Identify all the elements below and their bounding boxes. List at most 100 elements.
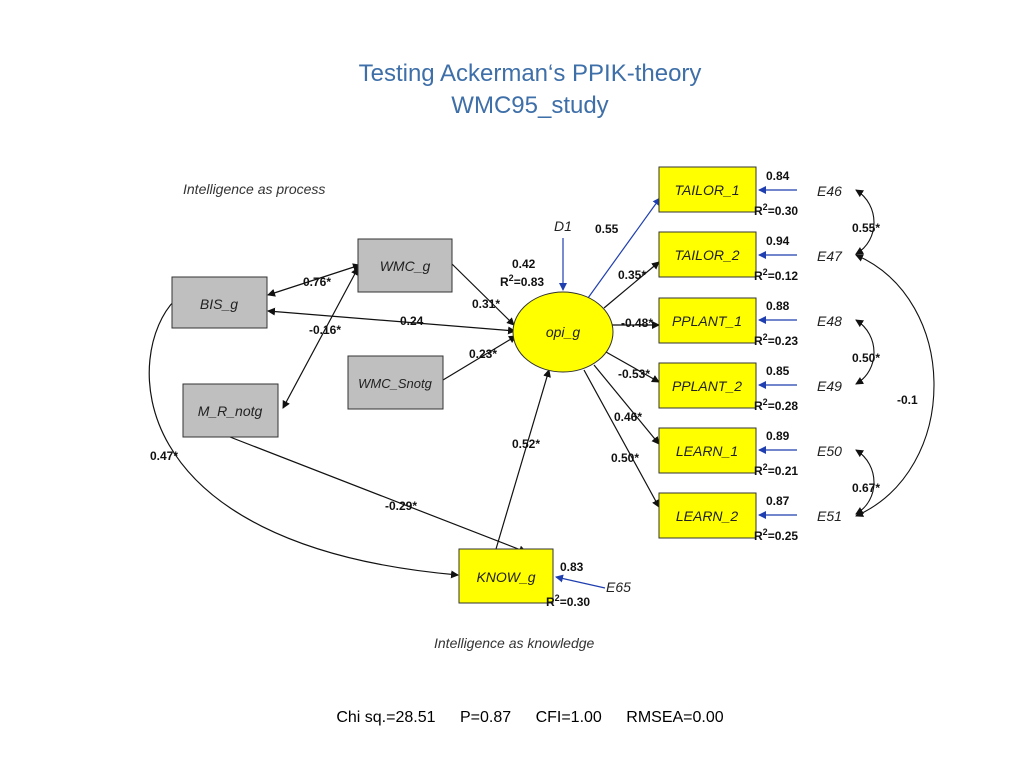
arrow-know-opi — [495, 369, 551, 550]
arrow-opi-learn1 — [593, 364, 660, 445]
know-r2: R2=0.30 — [546, 593, 590, 609]
section-process-label: Intelligence as process — [183, 181, 325, 197]
coef-mr-know: -0.29* — [385, 499, 417, 513]
tailor2-r2: R2=0.12 — [754, 267, 798, 283]
corr-e50-e51-label: 0.67* — [852, 481, 880, 495]
error-e51-label: E51 — [817, 508, 842, 524]
node-tailor-1: TAILOR_1 — [658, 166, 757, 213]
know-r2-prefix: R — [546, 595, 555, 609]
arrow-opi-tailor1 — [587, 197, 661, 299]
node-wmc-g-label: WMC_g — [380, 258, 431, 274]
arrow-opi-learn2 — [583, 369, 660, 508]
opi-r2-prefix: R — [500, 275, 509, 289]
coef-snotg-opi: 0.23* — [469, 347, 497, 361]
tailor1-r2-prefix: R — [754, 204, 763, 218]
coef-opi-pplant1: -0.48* — [621, 316, 653, 330]
node-opi-g-label: opi_g — [546, 324, 580, 340]
coef-bis-know: 0.47* — [150, 449, 178, 463]
fit-rmsea: RMSEA=0.00 — [626, 709, 724, 726]
arrow-wmc-opi — [451, 263, 515, 326]
coef-e51-learn2: 0.87 — [766, 494, 790, 508]
node-opi-g: opi_g — [512, 291, 614, 373]
learn2-r2-prefix: R — [754, 529, 763, 543]
error-e48-label: E48 — [817, 313, 842, 329]
coef-e48-pplant1: 0.88 — [766, 299, 790, 313]
corr-e46-e47 — [855, 189, 875, 255]
coef-wmc-mr: -0.16* — [309, 323, 341, 337]
coef-e49-pplant2: 0.85 — [766, 364, 790, 378]
coef-know-opi: 0.52* — [512, 437, 540, 451]
tailor2-r2-prefix: R — [754, 269, 763, 283]
arrow-snotg-opi — [442, 335, 517, 381]
error-e46-label: E46 — [817, 183, 842, 199]
coef-e46-tailor1: 0.84 — [766, 169, 790, 183]
node-pplant-2-label: PPLANT_2 — [672, 378, 742, 394]
fit-cfi: CFI=1.00 — [535, 709, 602, 726]
pplant1-r2-exponent: 2 — [763, 332, 768, 342]
node-tailor-1-label: TAILOR_1 — [674, 182, 739, 198]
tailor1-r2: R2=0.30 — [754, 202, 798, 218]
pplant1-r2: R2=0.23 — [754, 332, 798, 348]
coef-opi-learn1: 0.46* — [614, 410, 642, 424]
arrow-bis-opi — [267, 307, 516, 335]
error-e47-label: E47 — [817, 248, 843, 264]
node-bis-g: BIS_g — [171, 276, 268, 329]
know-r2-value: =0.30 — [560, 595, 591, 609]
fit-p-value: P=0.87 — [459, 709, 512, 726]
coef-opi-learn2: 0.50* — [611, 451, 639, 465]
learn1-r2-exponent: 2 — [763, 462, 768, 472]
tailor1-r2-exponent: 2 — [763, 202, 768, 212]
error-e50-label: E50 — [817, 443, 842, 459]
node-m-r-notg: M_R_notg — [182, 383, 279, 438]
corr-e46-e47-label: 0.55* — [852, 221, 880, 235]
title-line-1: Testing Ackerman‘s PPIK-theory — [358, 60, 702, 87]
learn2-r2: R2=0.25 — [754, 527, 798, 543]
arrow-e65 — [555, 574, 606, 589]
error-d1-label: D1 — [554, 218, 572, 234]
node-tailor-2-label: TAILOR_2 — [674, 247, 739, 263]
node-learn-2-label: LEARN_2 — [676, 508, 738, 524]
node-know-g-label: KNOW_g — [476, 569, 535, 585]
tailor2-r2-exponent: 2 — [763, 267, 768, 277]
learn2-r2-value: =0.25 — [768, 529, 799, 543]
pplant2-r2: R2=0.28 — [754, 397, 798, 413]
node-learn-1-label: LEARN_1 — [676, 443, 738, 459]
node-pplant-1-label: PPLANT_1 — [672, 313, 742, 329]
node-wmc-snotg-label: WMC_Snotg — [358, 376, 432, 391]
learn1-r2-value: =0.21 — [768, 464, 799, 478]
title-line-2: WMC95_study — [451, 92, 609, 119]
learn1-r2-prefix: R — [754, 464, 763, 478]
arrow-wmc-mr — [282, 267, 359, 409]
know-r2-exponent: 2 — [555, 593, 560, 603]
arrow-mr-know — [229, 436, 527, 554]
learn2-r2-exponent: 2 — [763, 527, 768, 537]
node-know-g: KNOW_g — [458, 548, 554, 604]
coef-opi-tailor1: 0.55 — [595, 222, 619, 236]
coef-e47-tailor2: 0.94 — [766, 234, 790, 248]
pplant2-r2-prefix: R — [754, 399, 763, 413]
arrow-opi-tailor2 — [603, 261, 660, 309]
node-bis-g-label: BIS_g — [200, 296, 238, 312]
pplant2-r2-exponent: 2 — [763, 397, 768, 407]
coef-d1-opi: 0.42 — [512, 257, 536, 271]
fit-chi-square: Chi sq.=28.51 — [336, 709, 436, 726]
learn1-r2: R2=0.21 — [754, 462, 798, 478]
pplant1-r2-prefix: R — [754, 334, 763, 348]
node-learn-2: LEARN_2 — [658, 492, 757, 539]
node-pplant-1: PPLANT_1 — [658, 297, 757, 344]
coef-bis-opi: 0.24 — [400, 314, 424, 328]
opi-r2-exponent: 2 — [509, 273, 514, 283]
section-knowledge-label: Intelligence as knowledge — [434, 635, 595, 651]
tailor2-r2-value: =0.12 — [768, 269, 799, 283]
model-fit-statistics: Chi sq.=28.51 P=0.87 CFI=1.00 RMSEA=0.00 — [0, 709, 1024, 727]
node-learn-1: LEARN_1 — [658, 427, 757, 474]
node-wmc-g: WMC_g — [357, 238, 453, 293]
opi-r2-value: =0.83 — [514, 275, 545, 289]
node-m-r-notg-label: M_R_notg — [198, 403, 263, 419]
coef-wmc-opi: 0.31* — [472, 297, 500, 311]
arrow-bis-know — [148, 299, 459, 579]
arrows — [148, 186, 935, 589]
node-pplant-2: PPLANT_2 — [658, 362, 757, 409]
slide-title: Testing Ackerman‘s PPIK-theory WMC95_stu… — [0, 58, 1024, 122]
coef-opi-tailor2: 0.35* — [618, 268, 646, 282]
